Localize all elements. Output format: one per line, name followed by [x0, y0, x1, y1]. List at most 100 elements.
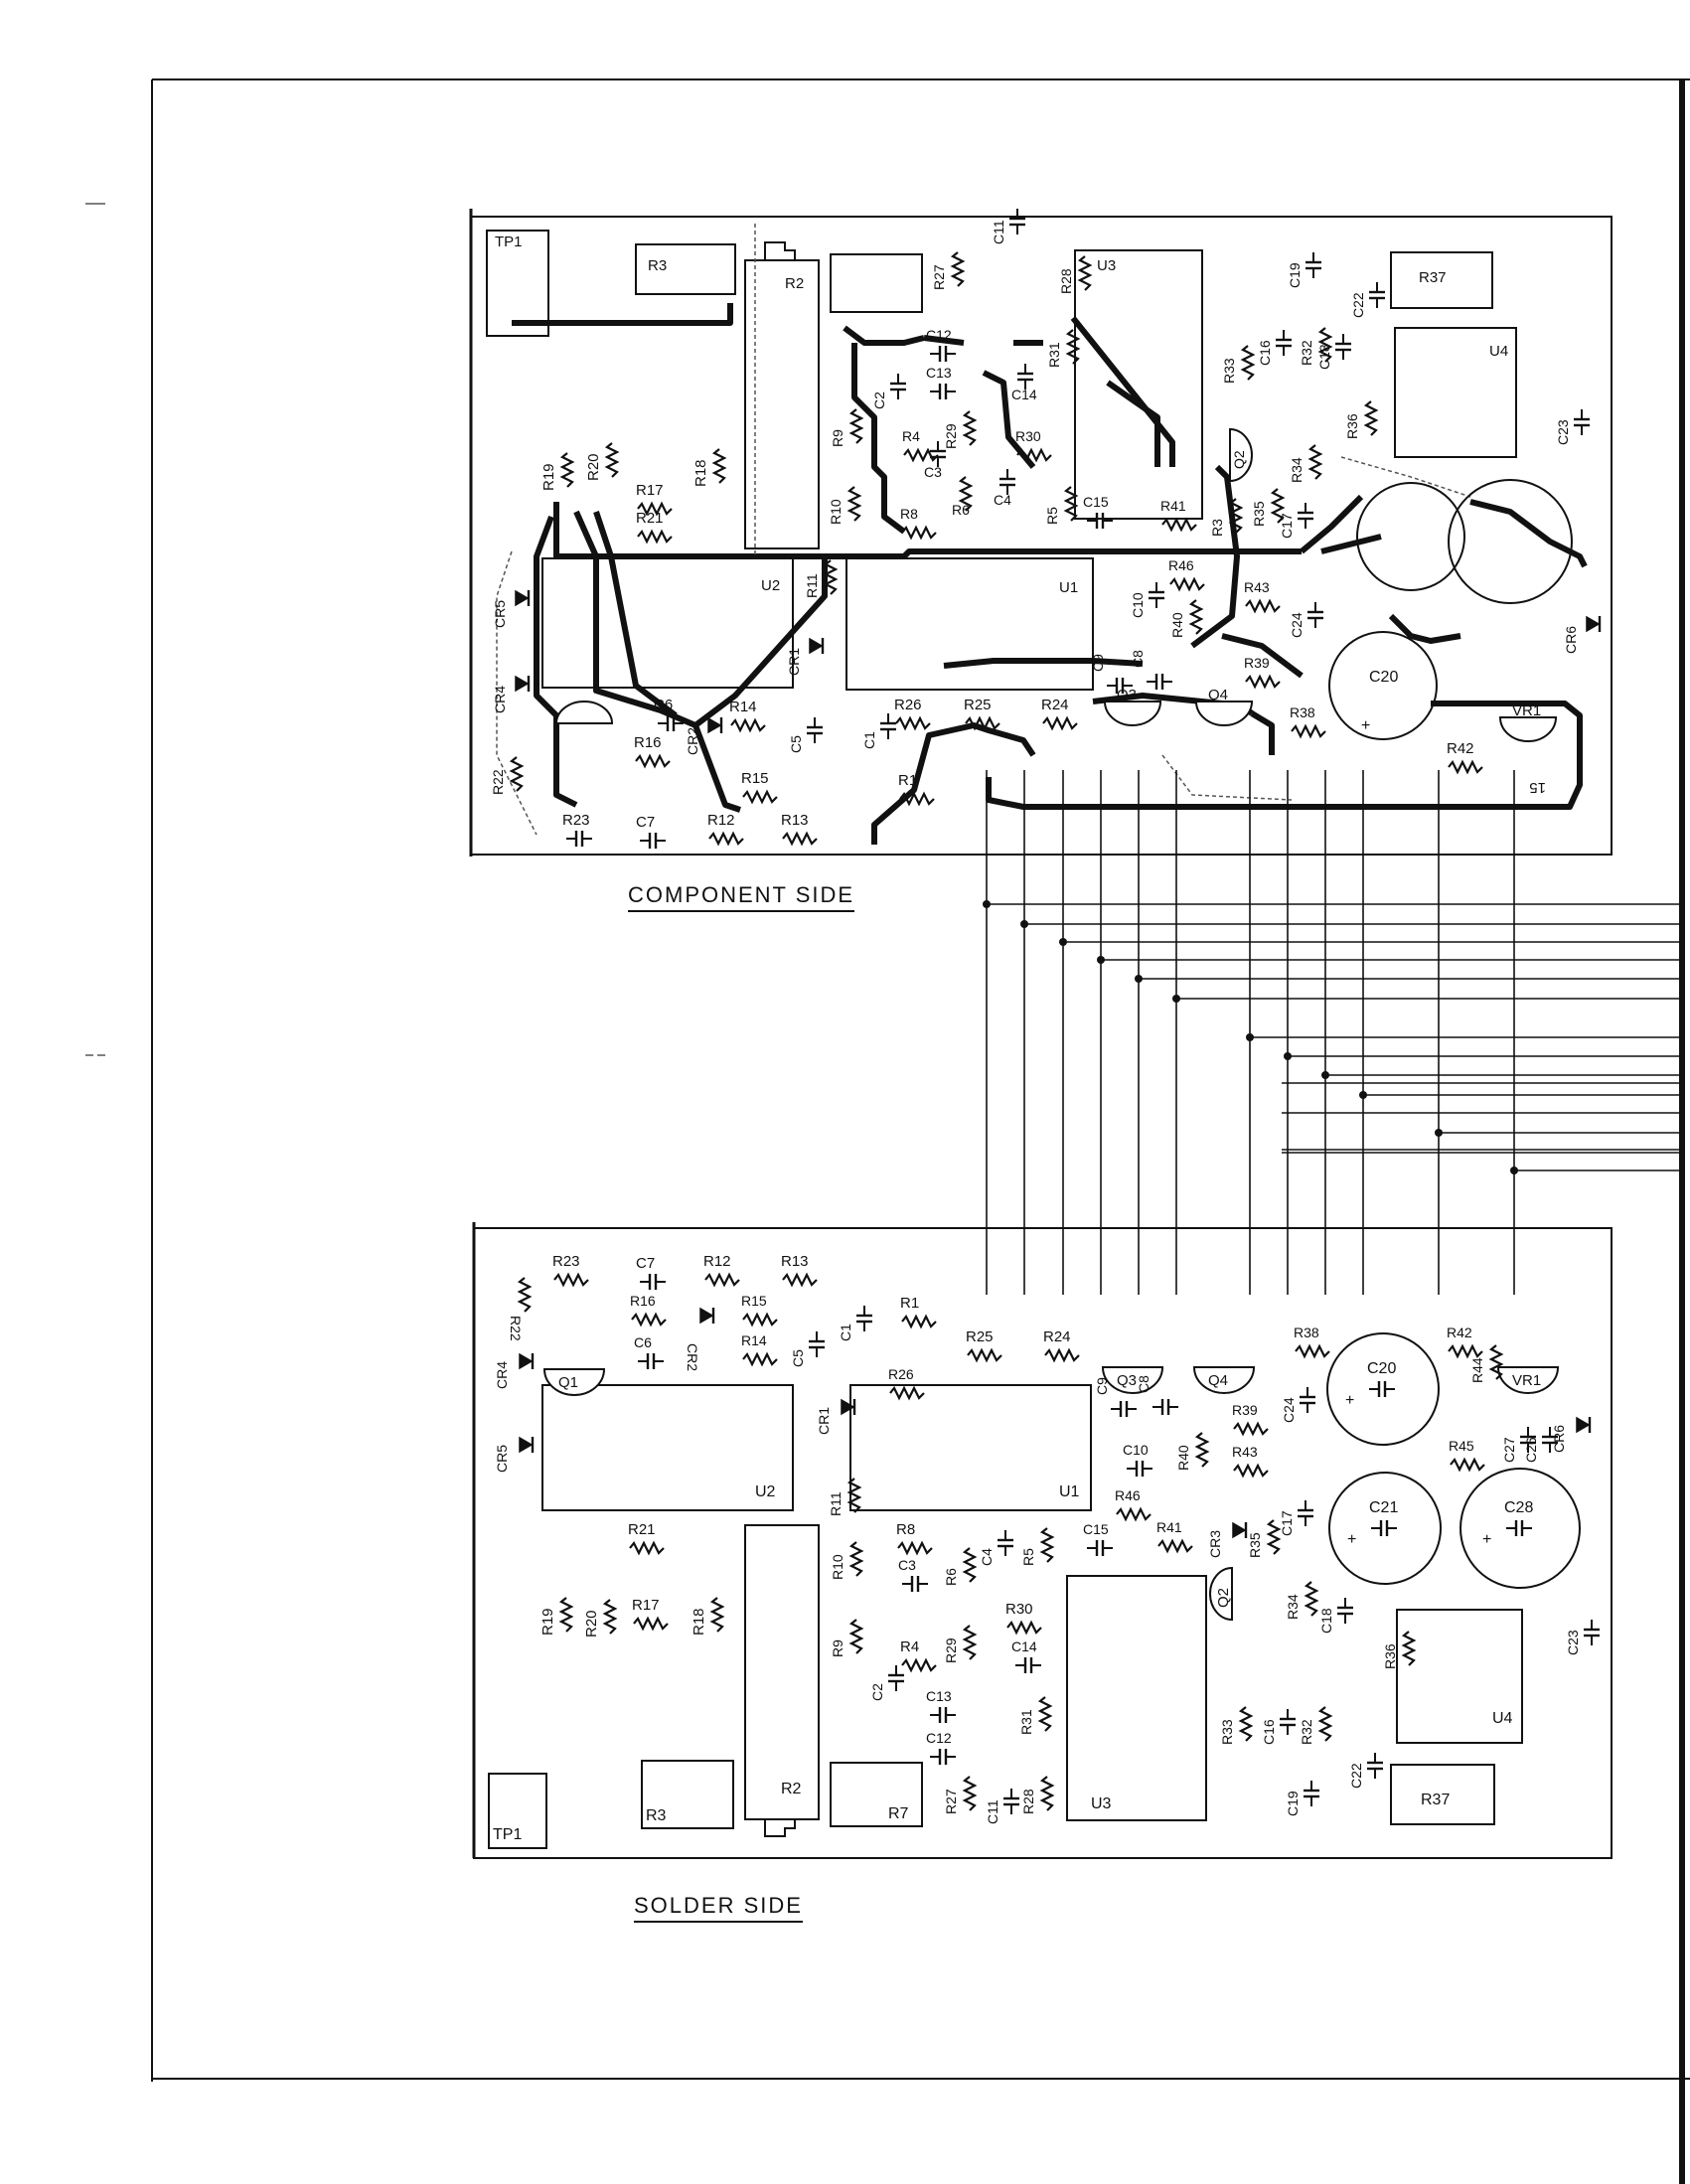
- component-q2-label: Q2: [1231, 450, 1247, 469]
- solder-tp1-label: TP1: [493, 1826, 522, 1843]
- component-r39-label: R39: [1244, 655, 1270, 671]
- solder-r44-label: R44: [1469, 1357, 1485, 1383]
- component-r31-label: R31: [1046, 342, 1062, 368]
- solder-r16-label: R16: [630, 1293, 656, 1309]
- solder-r3-label: R3: [646, 1807, 667, 1824]
- solder-r39-label: R39: [1232, 1402, 1258, 1418]
- solder-u2-outline: U2: [541, 1384, 794, 1511]
- component-r10-label: R10: [828, 499, 844, 525]
- component-u2-outline: U2: [541, 557, 794, 689]
- component-c11-label: C11: [991, 220, 1006, 244]
- solder-c20-capacitor: C20 +: [1326, 1332, 1440, 1446]
- solder-c9-label: C9: [1094, 1377, 1110, 1395]
- component-c19-label: C19: [1287, 262, 1303, 288]
- solder-r5-label: R5: [1020, 1548, 1036, 1566]
- component-q4-transistor: Q4: [1194, 687, 1254, 726]
- solder-r6-label: R6: [943, 1568, 959, 1586]
- solder-c28-capacitor: C28+: [1460, 1468, 1581, 1589]
- component-q4-label: Q4: [1208, 687, 1228, 703]
- component-r41-label: R41: [1160, 498, 1186, 514]
- component-r2-label: R2: [785, 275, 804, 292]
- solder-r19-label: R19: [539, 1608, 556, 1636]
- ladder-junction: [1172, 995, 1180, 1003]
- solder-r31-label: R31: [1018, 1709, 1034, 1735]
- component-symbols: [509, 209, 1602, 849]
- component-c1-label: C1: [861, 731, 877, 749]
- solder-c10-label: C10: [1123, 1442, 1149, 1458]
- component-r8-label: R8: [900, 506, 918, 522]
- ladder-junction: [1510, 1167, 1518, 1174]
- component-c20-capacitor: C20: [1328, 631, 1438, 740]
- solder-u3-label: U3: [1091, 1795, 1112, 1812]
- solder-c18-label: C18: [1318, 1608, 1334, 1634]
- solder-r41-label: R41: [1156, 1519, 1182, 1535]
- solder-cr3-label: CR3: [1207, 1530, 1223, 1558]
- solder-c26-label: C26: [1523, 1437, 1539, 1463]
- solder-q4-label: Q4: [1208, 1372, 1228, 1389]
- component-q3-transistor: Q3: [1103, 687, 1162, 726]
- solder-u4-label: U4: [1492, 1710, 1513, 1727]
- ladder-junction: [1246, 1033, 1254, 1041]
- solder-c27-label: C27: [1501, 1437, 1517, 1463]
- component-c18-label: C18: [1316, 344, 1332, 370]
- solder-r32-label: R32: [1299, 1719, 1314, 1745]
- component-r19-label: R19: [540, 463, 557, 491]
- component-traces: [512, 303, 1588, 845]
- component-cr1-label: CR1: [786, 648, 802, 676]
- solder-r36-label: R36: [1382, 1643, 1398, 1669]
- solder-c5-label: C5: [790, 1349, 806, 1367]
- component-c3-label: C3: [924, 464, 942, 480]
- solder-r2-outline: R2: [744, 1524, 820, 1820]
- solder-vr1-label: VR1: [1512, 1372, 1541, 1389]
- solder-r40-label: R40: [1175, 1445, 1191, 1471]
- component-u3-label: U3: [1097, 257, 1116, 274]
- solder-r24-label: R24: [1043, 1328, 1071, 1345]
- solder-r27-label: R27: [943, 1789, 959, 1814]
- solder-r28-label: R28: [1020, 1789, 1036, 1814]
- solder-r17-label: R17: [632, 1597, 660, 1614]
- solder-r35-label: R35: [1247, 1532, 1263, 1558]
- component-u2-label: U2: [761, 577, 780, 594]
- component-r36-label: R36: [1344, 413, 1360, 439]
- component-r30-label: R30: [1015, 428, 1041, 444]
- solder-r13-label: R13: [781, 1253, 809, 1270]
- solder-vr1-transistor: VR1: [1496, 1366, 1560, 1394]
- solder-r9-label: R9: [830, 1639, 845, 1657]
- component-r42-label: R42: [1447, 740, 1474, 757]
- component-cr2-label: CR2: [685, 727, 700, 755]
- solder-c20-label: C20: [1367, 1360, 1396, 1377]
- solder-u3-outline: U3: [1066, 1575, 1207, 1821]
- svg-text:+: +: [1345, 1392, 1354, 1409]
- solder-q4-transistor: Q4: [1192, 1366, 1256, 1394]
- component-c20-label: C20: [1369, 669, 1398, 686]
- component-tp1-outline: TP1: [486, 230, 549, 337]
- component-r27-label: R27: [931, 264, 947, 290]
- component-r29-label: R29: [943, 423, 959, 449]
- component-r7-outline: [830, 253, 923, 313]
- solder-cr5-label: CR5: [494, 1445, 510, 1473]
- component-r25-label: R25: [964, 697, 992, 713]
- solder-r21-label: R21: [628, 1521, 656, 1538]
- solder-q3-label: Q3: [1117, 1372, 1137, 1389]
- ladder-junction: [1059, 938, 1067, 946]
- component-r3-outline: R3: [635, 243, 736, 295]
- solder-cr4-label: CR4: [494, 1361, 510, 1389]
- solder-c23-label: C23: [1565, 1630, 1581, 1655]
- svg-text:+: +: [1347, 1531, 1356, 1548]
- component-r22-label: R22: [490, 769, 506, 795]
- component-tp1-label: TP1: [495, 234, 523, 250]
- solder-c3-label: C3: [898, 1557, 916, 1573]
- solder-c21-label: C21: [1369, 1499, 1398, 1516]
- component-r28-label: R28: [1058, 268, 1074, 294]
- component-c6-label: C6: [654, 697, 673, 713]
- component-r40-label: R40: [1169, 612, 1185, 638]
- solder-q1-label: Q1: [558, 1374, 578, 1391]
- solder-r45-label: R45: [1449, 1438, 1474, 1454]
- solder-cr6-label: CR6: [1551, 1425, 1567, 1453]
- solder-r37-label: R37: [1421, 1792, 1450, 1808]
- component-r26-label: R26: [894, 697, 922, 713]
- component-r43-label: R43: [1244, 579, 1270, 595]
- component-r3-label: R3: [648, 257, 667, 274]
- component-q3-label: Q3: [1117, 687, 1137, 703]
- solder-cr2-label: CR2: [685, 1343, 700, 1371]
